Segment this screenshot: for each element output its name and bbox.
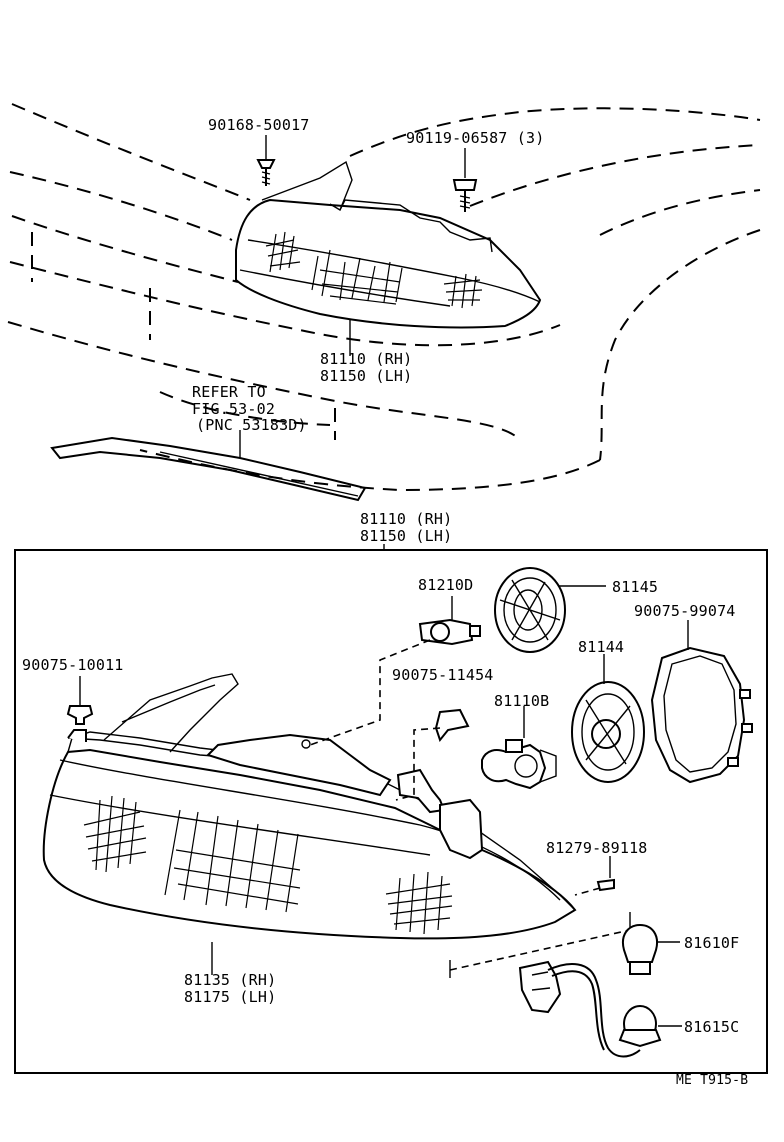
box-assembly-rh-label: 81110 (RH) xyxy=(360,510,452,528)
turn-bulb-label: 81610F xyxy=(684,934,739,952)
exploded-view-frame xyxy=(14,549,768,1074)
turn-socket-label: 81615C xyxy=(684,1018,739,1036)
top-bolt-label: 90168-50017 xyxy=(208,116,310,134)
top-bolt-part xyxy=(256,135,276,186)
clip-left-part xyxy=(66,676,94,725)
retainer-part xyxy=(571,654,645,783)
halogen-bulb-label: 81110B xyxy=(494,692,549,710)
halogen-bulb-part xyxy=(481,706,557,790)
wiring-harness xyxy=(449,912,641,1058)
clip-mid-part xyxy=(395,708,470,801)
top-headlamp-assembly xyxy=(235,160,542,356)
small-bulb-label: 81210D xyxy=(418,576,473,594)
turn-socket-part xyxy=(618,1005,682,1048)
lens-rh-label: 81135 (RH) xyxy=(184,971,276,989)
top-assembly-rh-label: 81110 (RH) xyxy=(320,350,412,368)
turn-bulb-part xyxy=(622,923,680,975)
socket-cover-label: 81145 xyxy=(612,578,658,596)
small-bulb-part xyxy=(301,596,481,749)
clip-left-label: 90075-10011 xyxy=(22,656,124,674)
cap-ring-part xyxy=(650,620,753,784)
vehicle-body-outline xyxy=(7,103,761,492)
top-screw-label: 90119-06587 (3) xyxy=(406,129,544,147)
retainer-label: 81144 xyxy=(578,638,624,656)
socket-cover-part xyxy=(494,567,606,653)
bumper-strip xyxy=(50,430,367,502)
refer-line-1: REFER TO xyxy=(192,383,266,401)
top-screw-part xyxy=(452,148,478,212)
lens-lh-label: 81175 (LH) xyxy=(184,988,276,1006)
refer-line-2: FIG.53-02 xyxy=(192,400,275,418)
screw-small-label: 81279-89118 xyxy=(546,839,648,857)
clip-mid-label: 90075-11454 xyxy=(392,666,494,684)
figure-code-label: ME T915-B xyxy=(676,1073,748,1088)
screw-small-part xyxy=(574,856,615,896)
box-assembly-lh-label: 81150 (LH) xyxy=(360,527,452,545)
cap-ring-label: 90075-99074 xyxy=(634,602,736,620)
refer-line-3: (PNC 53183D) xyxy=(196,416,307,434)
headlamp-housing xyxy=(42,673,577,975)
top-assembly-lh-label: 81150 (LH) xyxy=(320,367,412,385)
